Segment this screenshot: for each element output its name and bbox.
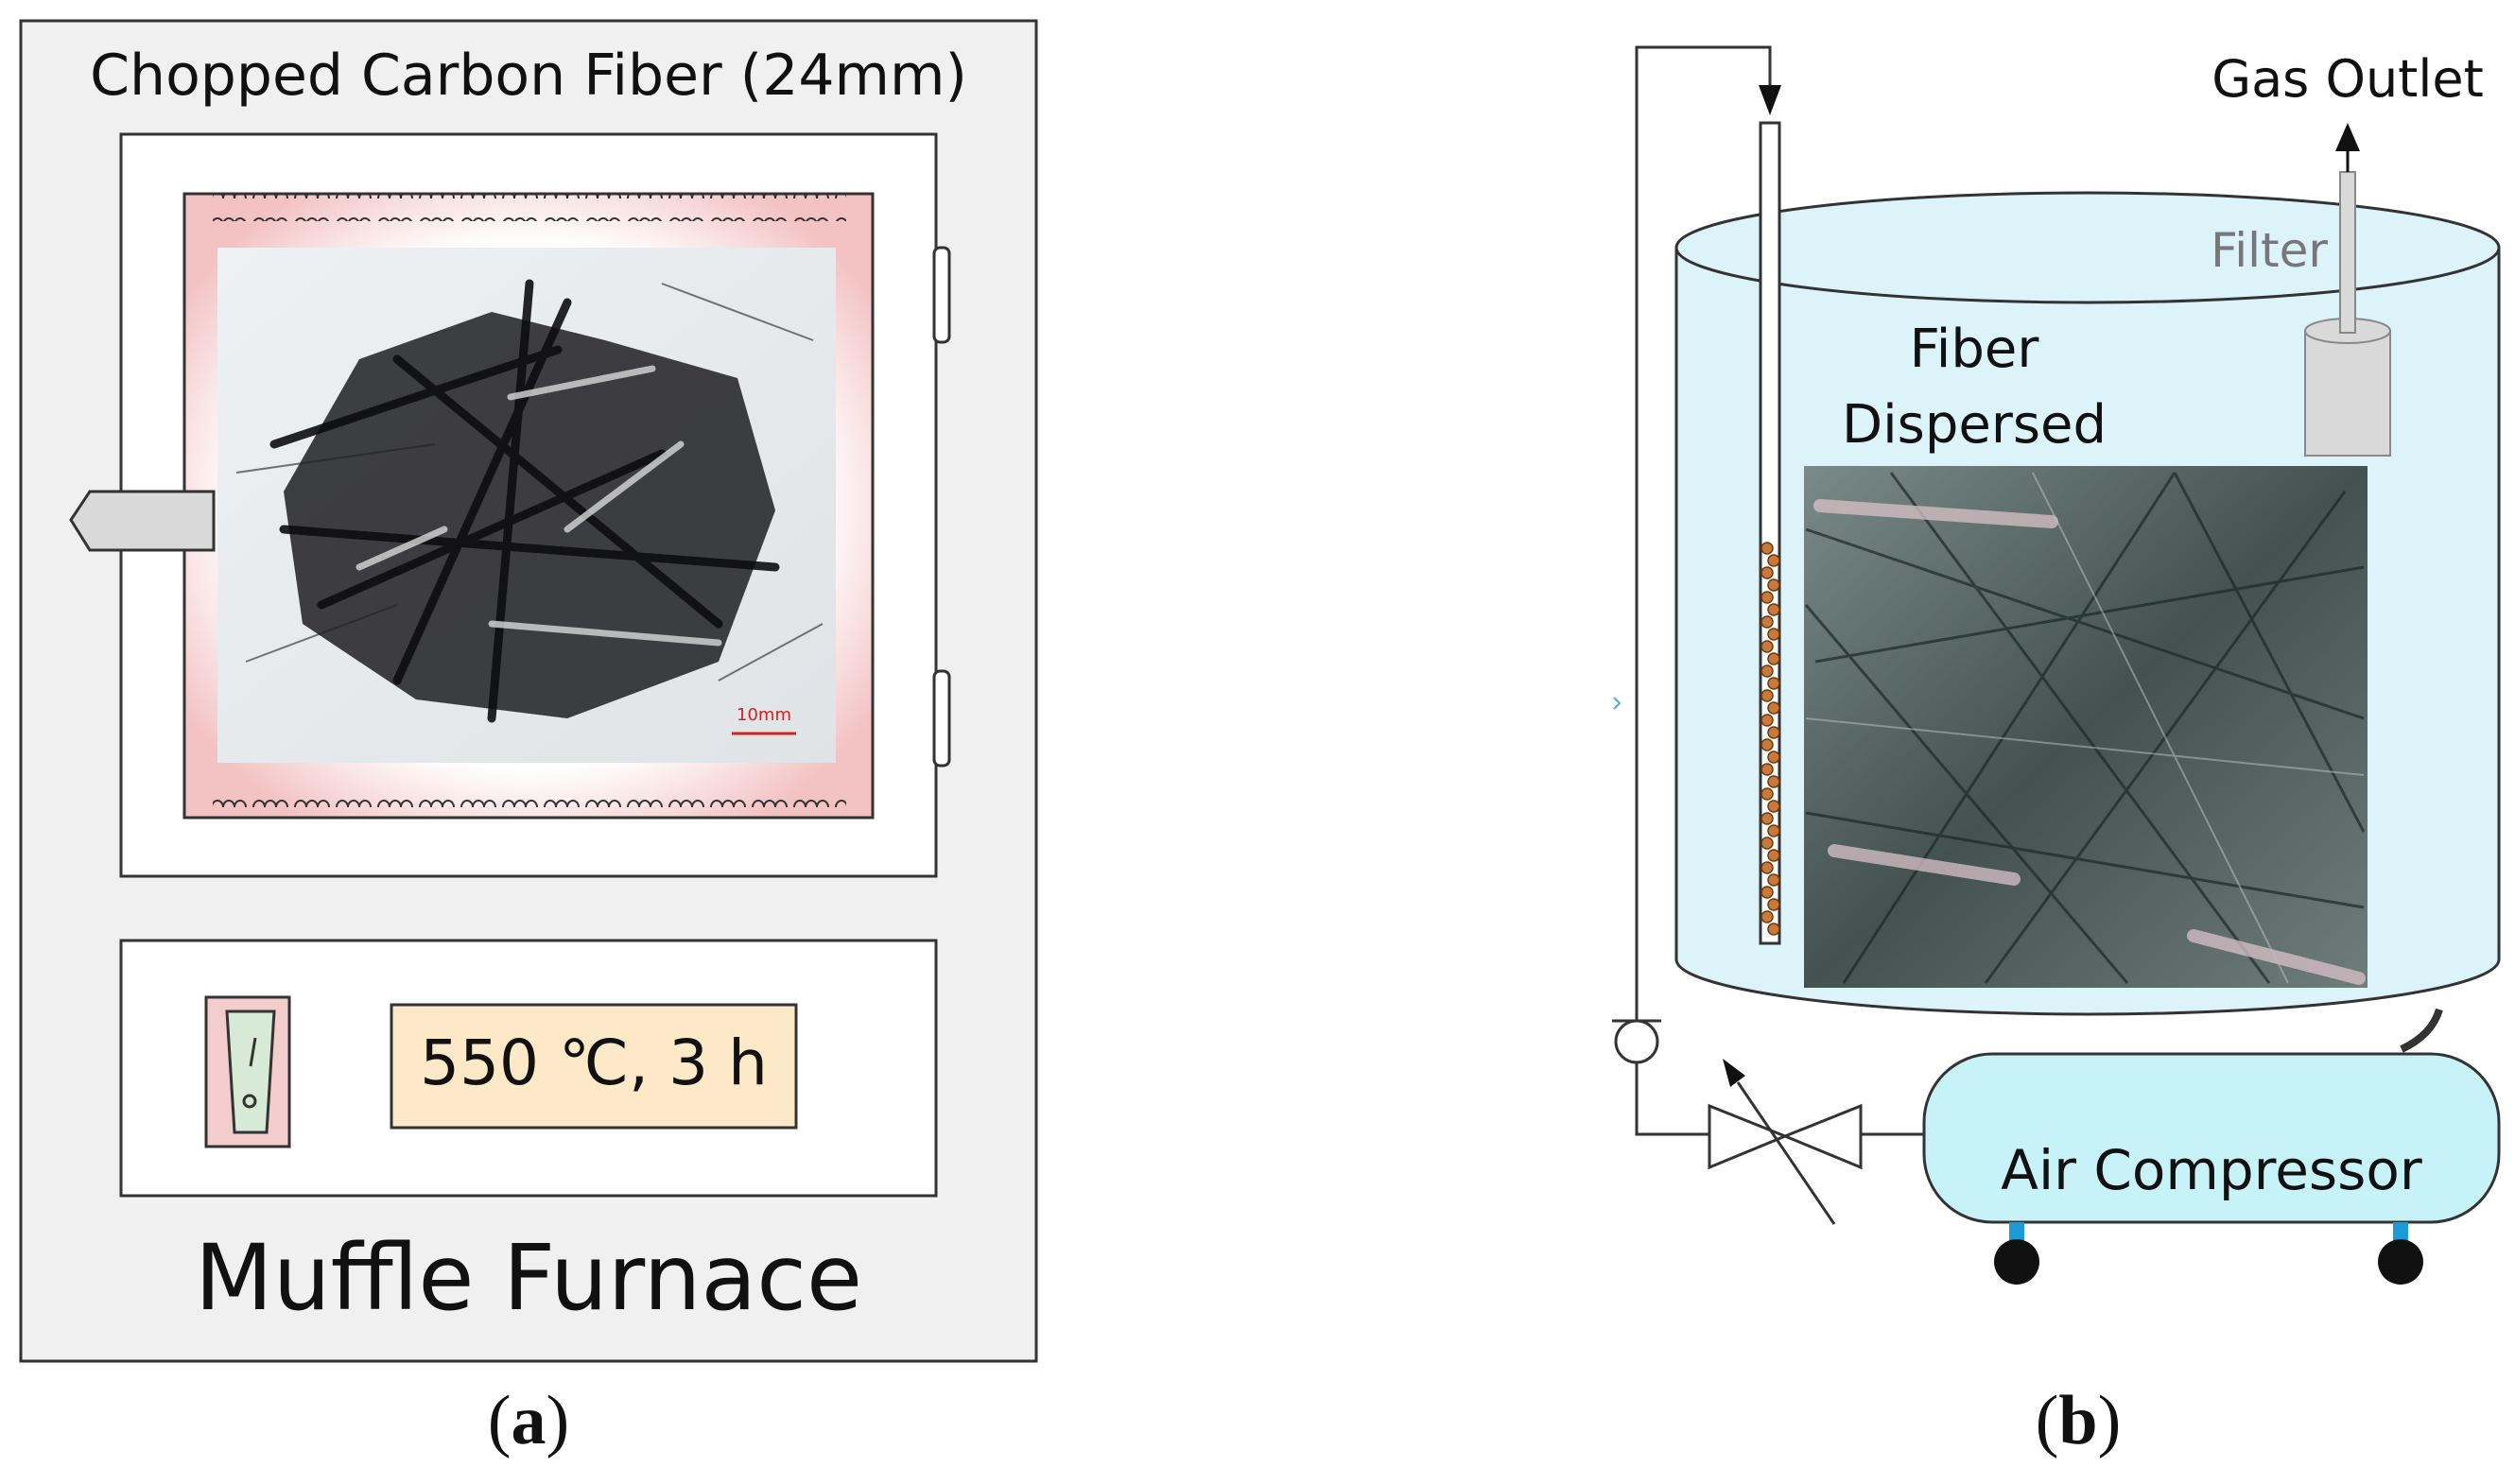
bubble bbox=[1767, 849, 1780, 862]
bubble bbox=[1767, 800, 1780, 813]
bubble bbox=[1760, 689, 1774, 702]
fiber-dispersed-label-1: Fiber bbox=[1910, 319, 2040, 380]
bubble bbox=[1760, 738, 1774, 751]
bubble bbox=[1767, 726, 1780, 739]
bubble bbox=[1767, 701, 1780, 715]
bubble bbox=[1760, 542, 1774, 555]
filter-cartridge bbox=[2304, 330, 2391, 457]
hinge-bottom bbox=[932, 669, 951, 768]
scale-bar-label: 10mm bbox=[737, 705, 791, 725]
bubble bbox=[1767, 578, 1780, 592]
bubble bbox=[1767, 923, 1780, 936]
bubble bbox=[1760, 714, 1774, 727]
bubble bbox=[1760, 566, 1774, 579]
bubble bbox=[1767, 603, 1780, 616]
bubble bbox=[1760, 837, 1774, 850]
panel-b: Gas Outlet Filter Fiber Dispersed bbox=[1612, 45, 2501, 1285]
temperature-display bbox=[390, 1003, 798, 1130]
bubble bbox=[1760, 640, 1774, 653]
gas-outlet-label: Gas Outlet bbox=[2211, 49, 2484, 109]
bubble bbox=[1760, 664, 1774, 678]
side-marker-icon bbox=[1613, 697, 1622, 710]
bubble bbox=[1767, 628, 1780, 641]
bubble bbox=[1760, 787, 1774, 801]
wheel-left bbox=[1994, 1239, 2039, 1285]
bubble bbox=[1760, 886, 1774, 899]
bubble bbox=[1760, 591, 1774, 604]
heating-coil-top bbox=[213, 195, 846, 221]
hinge-top bbox=[932, 246, 951, 344]
caption-b: (b) bbox=[2036, 1382, 2121, 1459]
carbon-fiber-photo: 10mm bbox=[217, 248, 836, 763]
temperature-display-text: 550 ℃, 3 h bbox=[420, 1027, 768, 1099]
bubble bbox=[1760, 763, 1774, 776]
bubble bbox=[1767, 824, 1780, 837]
dispersed-fiber-photo bbox=[1804, 466, 2368, 988]
bubble-column bbox=[1760, 542, 1780, 936]
panel-a: Chopped Carbon Fiber (24mm) bbox=[19, 19, 1038, 1363]
check-valve bbox=[1614, 1019, 1659, 1064]
bubble bbox=[1767, 873, 1780, 887]
filter-label: Filter bbox=[2211, 223, 2328, 278]
fiber-dispersed-label-2: Dispersed bbox=[1842, 394, 2107, 456]
bubble bbox=[1767, 775, 1780, 788]
bubble bbox=[1760, 861, 1774, 874]
regulating-valve bbox=[1708, 1059, 1863, 1225]
heating-coil-bottom bbox=[213, 789, 846, 816]
bubble bbox=[1767, 652, 1780, 665]
bubble bbox=[1767, 677, 1780, 690]
tank-top-rim bbox=[1674, 191, 2501, 304]
bubble bbox=[1767, 898, 1780, 911]
furnace-title: Chopped Carbon Fiber (24mm) bbox=[90, 43, 967, 109]
air-compressor-label: Air Compressor bbox=[2001, 1138, 2422, 1202]
bubble bbox=[1767, 554, 1780, 567]
bubble bbox=[1760, 812, 1774, 825]
gas-outlet-pipe bbox=[2339, 171, 2356, 334]
bubble bbox=[1760, 615, 1774, 629]
power-switch-icon bbox=[225, 1009, 276, 1134]
gas-outlet-arrow-icon bbox=[2335, 123, 2360, 151]
furnace-label: Muffle Furnace bbox=[195, 1225, 862, 1331]
air-supply-line bbox=[1635, 45, 1924, 1136]
bubble bbox=[1767, 751, 1780, 764]
compressor-hose bbox=[2400, 1008, 2443, 1053]
bubble bbox=[1760, 910, 1774, 923]
wheel-right bbox=[2378, 1239, 2423, 1285]
air-compressor bbox=[1922, 1052, 2501, 1224]
flow-arrow-icon bbox=[1759, 85, 1781, 115]
caption-a: (a) bbox=[488, 1382, 569, 1459]
furnace-handle bbox=[69, 490, 216, 552]
